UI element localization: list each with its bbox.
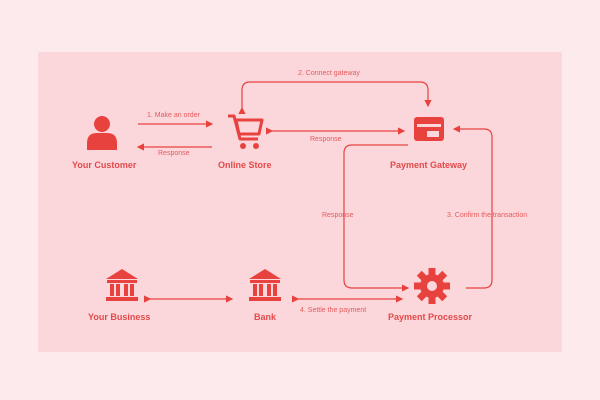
shopping-cart-icon bbox=[228, 114, 264, 149]
edge-response-processor bbox=[343, 144, 410, 292]
node-label-gateway: Payment Gateway bbox=[390, 160, 468, 170]
credit-card-icon bbox=[414, 117, 444, 141]
edge-connect-gateway bbox=[238, 81, 432, 114]
node-label-store: Online Store bbox=[218, 160, 272, 170]
edge-confirm-transaction bbox=[452, 125, 493, 289]
node-label-customer: Your Customer bbox=[72, 160, 137, 170]
person-icon bbox=[87, 116, 117, 150]
edge-label-response-customer: Response bbox=[158, 150, 190, 157]
bank-icon bbox=[249, 269, 281, 301]
edge-label-settle-payment: 4. Settle the payment bbox=[300, 307, 367, 314]
edge-label-response-store: Response bbox=[310, 136, 342, 143]
bank-icon bbox=[106, 269, 138, 301]
node-label-business: Your Business bbox=[88, 312, 151, 322]
node-label-bank: Bank bbox=[254, 312, 277, 322]
edge-label-confirm-transaction: 3. Confirm the transaction bbox=[447, 212, 528, 219]
gear-icon bbox=[414, 268, 450, 304]
node-label-processor: Payment Processor bbox=[388, 312, 473, 322]
edge-label-response-processor: Response bbox=[322, 212, 354, 219]
edge-label-make-order: 1. Make an order bbox=[147, 112, 200, 119]
edge-label-connect-gateway: 2. Connect gateway bbox=[298, 70, 360, 77]
